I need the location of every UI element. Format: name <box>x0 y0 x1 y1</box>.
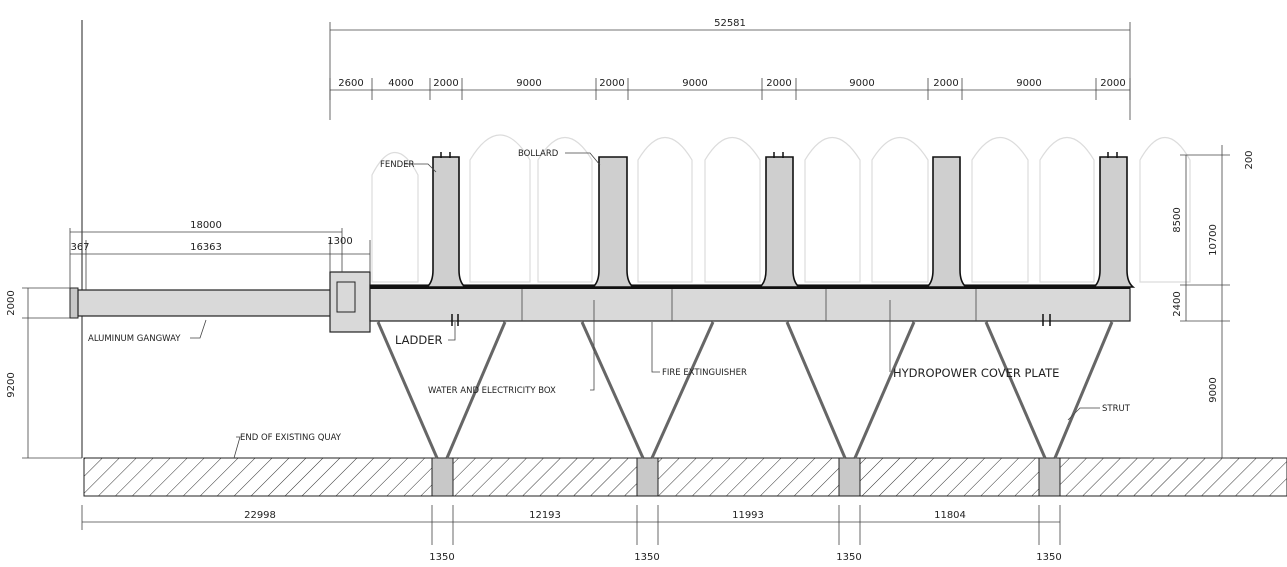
right-dimensions: 200 8500 10700 2400 9000 <box>1130 145 1255 459</box>
existing-quay <box>83 457 1287 497</box>
pile-width-label: 1350 <box>429 552 454 563</box>
left-dimensions: 2000 9200 <box>6 287 82 459</box>
segment-label: 9000 <box>516 78 541 89</box>
aluminum-gangway-label: ALUMINUM GANGWAY <box>88 334 181 344</box>
pile <box>1038 457 1061 497</box>
hydropower-label: HYDROPOWER COVER PLATE <box>893 366 1059 380</box>
boat-outline <box>1139 136 1191 283</box>
water-electricity-label: WATER AND ELECTRICITY BOX <box>428 386 556 396</box>
segment-label: 2000 <box>433 78 458 89</box>
fender-post <box>924 156 969 288</box>
gangway-middle-label: 16363 <box>190 242 222 253</box>
fender-post <box>424 156 468 288</box>
span-label: 11804 <box>934 510 966 521</box>
annotations: FENDER BOLLARD ALUMINUM GANGWAY LADDER W… <box>88 149 1131 459</box>
boat-outline <box>537 136 593 283</box>
segment-label: 2600 <box>338 78 363 89</box>
moored-boats <box>371 134 1191 283</box>
boat-outline <box>704 136 761 283</box>
right-top-label: 200 <box>1244 150 1255 169</box>
gangway-dimensions: 18000 367 16363 1300 <box>69 220 371 290</box>
end-quay-label: END OF EXISTING QUAY <box>240 433 342 443</box>
right-middle-label: 2400 <box>1172 291 1183 316</box>
piles <box>431 457 1061 497</box>
top-overall-dimension: 52581 <box>329 18 1131 120</box>
top-segment-dimensions: 2600 4000 2000 9000 2000 9000 2000 9000 … <box>329 78 1131 100</box>
bollards <box>440 152 1118 158</box>
struts <box>376 321 1114 459</box>
overall-length-label: 52581 <box>714 18 746 29</box>
aluminum-gangway <box>69 271 371 333</box>
pontoon-deck <box>369 284 1131 322</box>
segment-label: 2000 <box>1100 78 1125 89</box>
gangway-right-label: 1300 <box>327 236 352 247</box>
pile <box>636 457 659 497</box>
pile-width-label: 1350 <box>634 552 659 563</box>
fender-post <box>757 156 802 288</box>
fender-posts <box>424 156 1136 288</box>
segment-label: 9000 <box>849 78 874 89</box>
span-label: 12193 <box>529 510 561 521</box>
gangway-total-label: 18000 <box>190 220 222 231</box>
boat-outline <box>1039 136 1095 283</box>
segment-label: 2000 <box>933 78 958 89</box>
fender-post <box>1091 156 1136 288</box>
bollard-label: BOLLARD <box>518 149 559 159</box>
boat-outline <box>804 136 861 283</box>
pile <box>838 457 861 497</box>
boat-outline <box>371 151 419 283</box>
fender-label: FENDER <box>380 160 415 170</box>
ladder-label: LADDER <box>395 333 443 347</box>
right-upper-label: 8500 <box>1172 207 1183 232</box>
boat-outline <box>637 136 693 283</box>
segment-label: 2000 <box>599 78 624 89</box>
fire-extinguisher-label: FIRE EXTINGUISHER <box>662 368 747 378</box>
left-upper-label: 2000 <box>6 290 17 315</box>
span-label: 11993 <box>732 510 764 521</box>
fender-post <box>590 156 636 288</box>
right-total-upper-label: 10700 <box>1208 224 1219 256</box>
pile <box>431 457 454 497</box>
ladder-mark <box>451 314 1051 326</box>
bottom-dimensions: 22998 12193 11993 11804 1350 1350 1350 1… <box>81 505 1062 563</box>
segment-label: 4000 <box>388 78 413 89</box>
strut-label: STRUT <box>1102 404 1131 414</box>
segment-label: 9000 <box>1016 78 1041 89</box>
boat-outline <box>871 136 929 283</box>
boat-outline <box>469 134 531 283</box>
segment-label: 9000 <box>682 78 707 89</box>
pile-width-label: 1350 <box>836 552 861 563</box>
segment-label: 2000 <box>766 78 791 89</box>
right-lower-label: 9000 <box>1208 377 1219 402</box>
span-label: 22998 <box>244 510 276 521</box>
gangway-left-label: 367 <box>70 242 89 253</box>
left-lower-label: 9200 <box>6 372 17 397</box>
boat-outline <box>971 136 1029 283</box>
pile-width-label: 1350 <box>1036 552 1061 563</box>
